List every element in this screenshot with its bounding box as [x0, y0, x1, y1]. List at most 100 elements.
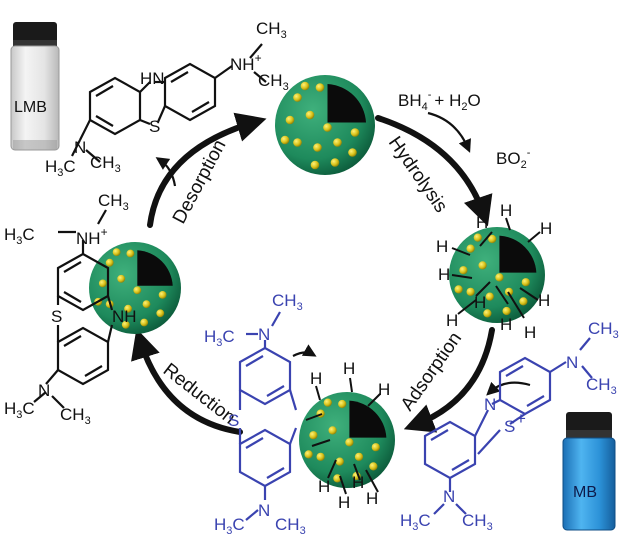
svg-text:BO2-: BO2- [496, 147, 531, 171]
svg-text:CH3: CH3 [90, 153, 121, 175]
gold-nanoparticle [305, 110, 315, 120]
gold-nanoparticle [323, 123, 332, 132]
svg-text:CH3: CH3 [588, 319, 619, 341]
svg-text:S: S [149, 117, 160, 136]
svg-text:H3C: H3C [4, 399, 35, 421]
hydride-right-labels: H H H H H H H H H H [436, 201, 552, 342]
mb-adsorbed-bottom-labels: H3C N CH3 S N H3C CH3 [204, 291, 306, 537]
catalyst-sphere-right [449, 227, 545, 323]
svg-text:H: H [338, 493, 350, 512]
gold-nanoparticle [323, 398, 332, 407]
n-methyl-arrow [292, 344, 317, 357]
svg-text:H3C: H3C [45, 157, 76, 179]
gold-nanoparticle [488, 234, 497, 244]
svg-text:BH4-+ H2O: BH4-+ H2O [398, 89, 481, 113]
svg-text:H: H [438, 265, 450, 284]
lmb-vial: LMB [10, 22, 60, 151]
gold-nanoparticle [304, 450, 313, 459]
adsorption-arrow [403, 327, 495, 433]
svg-text:H: H [352, 473, 364, 492]
svg-text:N: N [38, 381, 50, 400]
lmb-release-arrow [155, 157, 177, 187]
cycle-arrows [131, 112, 495, 435]
svg-text:S: S [228, 411, 239, 430]
svg-text:H: H [538, 291, 550, 310]
mb-vial: MB [562, 412, 616, 531]
svg-text:CH3: CH3 [462, 511, 493, 533]
gold-nanoparticle [316, 452, 325, 461]
svg-text:H3C: H3C [4, 225, 35, 247]
gold-nanoparticle [345, 438, 354, 447]
gold-nanoparticle [293, 138, 302, 147]
svg-text:CH3: CH3 [98, 191, 129, 213]
svg-text:+: + [516, 409, 526, 428]
svg-text:H: H [378, 380, 390, 399]
catalyst-sphere-left [89, 242, 181, 334]
gold-nanoparticle [158, 291, 167, 299]
gold-nanoparticle [133, 286, 142, 295]
gold-nanoparticle [338, 399, 347, 409]
gold-nanoparticle [117, 274, 126, 283]
gold-nanoparticle [478, 261, 487, 270]
gold-nanoparticle [495, 273, 504, 282]
svg-text:NH: NH [112, 307, 137, 326]
gold-nanoparticle [140, 318, 149, 327]
svg-text:H: H [343, 359, 355, 378]
gold-nanoparticle [350, 128, 360, 137]
svg-text:CH3: CH3 [586, 375, 617, 397]
gold-nanoparticle [309, 431, 318, 440]
gold-nanoparticle [124, 304, 132, 313]
svg-text:N: N [566, 353, 578, 372]
gold-nanoparticle [328, 426, 337, 435]
svg-text:CH3: CH3 [272, 291, 303, 313]
svg-text:CH3: CH3 [256, 19, 287, 41]
svg-text:N: N [74, 138, 86, 157]
gold-nanoparticle [330, 158, 340, 167]
gold-nanoparticle [310, 160, 320, 170]
gold-nanoparticle [483, 309, 492, 318]
mb-adsorbed-bottom [238, 311, 298, 521]
svg-text:N: N [443, 487, 455, 506]
reduction-arrow [131, 328, 243, 435]
desorption-arrow [147, 112, 267, 228]
catalyst-sphere-top [275, 75, 375, 175]
svg-text:H: H [310, 369, 322, 388]
mb-free-right-labels: N S + N CH3 CH3 N H3C CH3 [400, 319, 619, 533]
gold-nanoparticle [519, 297, 528, 306]
lmb-protonated-top-labels: HN S NH+ CH3 CH3 H3C CH3 N [45, 19, 289, 179]
lmb-label: LMB [14, 99, 47, 116]
svg-text:H: H [474, 293, 486, 312]
gold-nanoparticle [121, 320, 130, 329]
hydride-bottom-labels: H H H H H H H [310, 359, 390, 512]
svg-text:CH3: CH3 [275, 515, 306, 537]
active-site-wedge [349, 400, 387, 438]
gold-nanoparticle [369, 462, 378, 471]
svg-text:NH+: NH+ [230, 51, 262, 74]
svg-text:S: S [51, 307, 62, 326]
svg-text:H: H [366, 489, 378, 508]
svg-text:H3C: H3C [204, 327, 235, 349]
svg-text:S: S [504, 417, 515, 436]
gold-nanoparticle [315, 83, 325, 92]
gold-nanoparticle [285, 115, 295, 125]
gold-nanoparticle [354, 452, 364, 461]
gold-nanoparticle [459, 266, 468, 275]
lmb-protonated-left [33, 209, 114, 409]
gold-nanoparticle [454, 285, 463, 294]
svg-text:H: H [524, 323, 536, 342]
lmb-protonated-left-labels: H3C NH+ CH3 S NH N H3C CH3 [4, 191, 137, 427]
gold-nanoparticle [300, 81, 310, 91]
svg-text:CH3: CH3 [258, 71, 289, 93]
active-site-wedge [499, 235, 537, 273]
mb-free-right [423, 337, 593, 515]
mb-in-arrow [486, 381, 531, 396]
svg-text:H: H [500, 315, 512, 334]
svg-text:HN: HN [140, 69, 165, 88]
gold-nanoparticle [126, 249, 135, 258]
gold-nanoparticle [142, 300, 151, 308]
hydrolysis-arrow [375, 115, 493, 227]
gold-nanoparticle [280, 135, 290, 145]
gold-nanoparticle [335, 457, 344, 466]
active-site-wedge [137, 250, 173, 286]
gold-nanoparticle [98, 279, 107, 288]
